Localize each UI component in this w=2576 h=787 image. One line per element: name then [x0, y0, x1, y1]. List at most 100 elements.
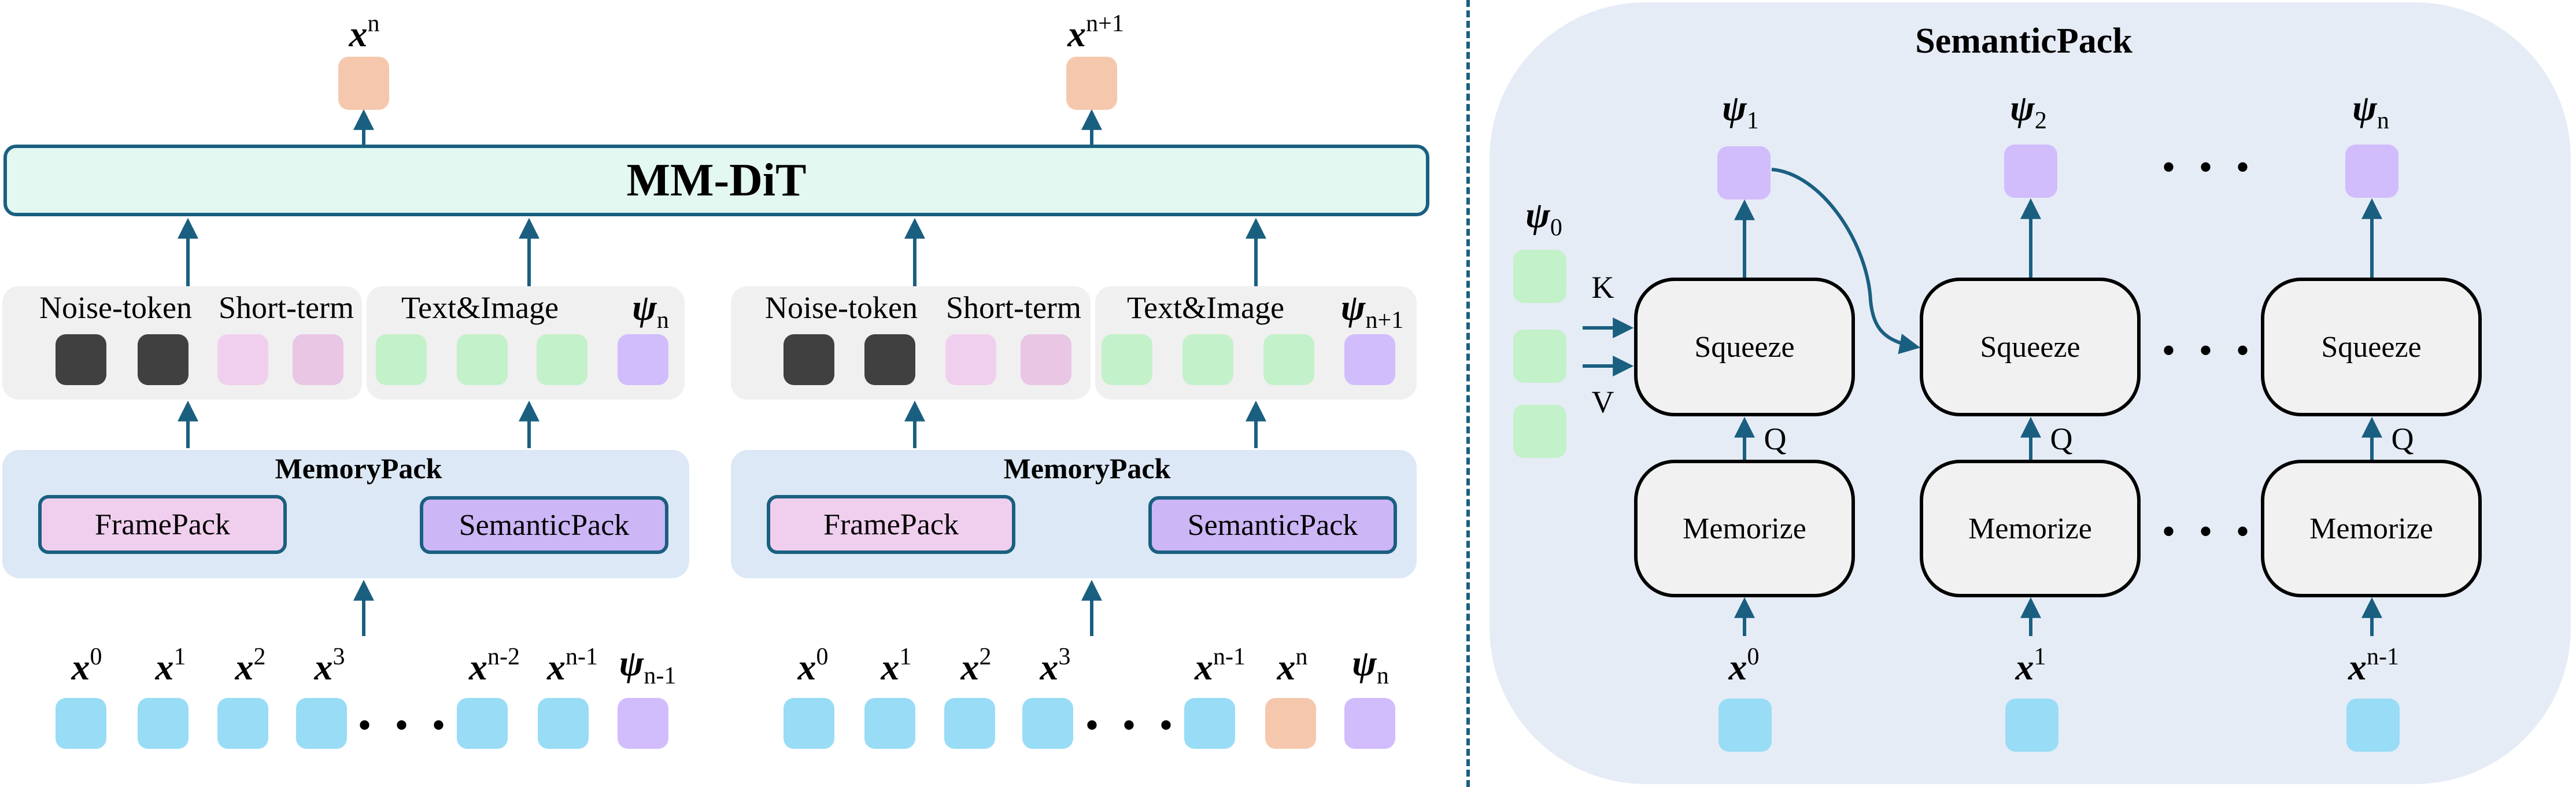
ellipsis: • • • [359, 706, 453, 744]
short-term-token [217, 334, 268, 385]
memorize-module-2: Memorize [1920, 460, 2141, 597]
input-token [296, 698, 347, 749]
psi-output-token [2345, 145, 2398, 198]
memorypack-title-2: MemoryPack [1003, 452, 1171, 485]
v-label: V [1591, 385, 1614, 419]
memorize-module-n: Memorize [2261, 460, 2482, 597]
psi-output-token [1717, 146, 1771, 199]
input-label: x3 [1040, 644, 1071, 688]
noise-token [864, 334, 915, 385]
text-image-token [537, 334, 587, 385]
psi-output-label: ψ1 [1722, 87, 1759, 134]
q-label: Q [1764, 422, 1787, 456]
mm-dit-label: MM-DiT [626, 154, 807, 206]
ellipsis: • • • [2163, 331, 2257, 370]
input-label: xn-2 [469, 644, 520, 688]
frame-input-token [2346, 699, 2400, 752]
input-token [1022, 698, 1073, 749]
text-image-token [1182, 334, 1233, 385]
noise-token-label-2: Noise-token [765, 290, 918, 325]
semanticpack-module-1: SemanticPack [420, 496, 668, 554]
input-label: xn [1277, 644, 1308, 688]
text-image-label-2: Text&Image [1126, 290, 1285, 325]
input-label: x0 [797, 644, 829, 688]
input-token [538, 698, 589, 749]
short-term-token [1021, 334, 1071, 385]
input-token [217, 698, 268, 749]
input-label: ψn [1352, 642, 1389, 689]
q-label: Q [2391, 422, 2414, 456]
input-token [1184, 698, 1235, 749]
ellipsis: • • • [1086, 706, 1181, 744]
input-token [138, 698, 189, 749]
output-token-1 [338, 57, 389, 110]
semanticpack-module-2: SemanticPack [1148, 496, 1397, 554]
semantic-token [618, 698, 668, 749]
semantic-token [1344, 698, 1395, 749]
squeeze-module-n: Squeeze [2261, 278, 2482, 416]
psi-label-n: ψn [632, 287, 669, 334]
input-token [864, 698, 915, 749]
noise-token [138, 334, 189, 385]
semanticpack-title: SemanticPack [1915, 21, 2133, 61]
text-image-token [376, 334, 427, 385]
frame-input-token [2005, 699, 2058, 752]
output-label-1: xn [349, 10, 380, 54]
input-label: x0 [71, 644, 102, 688]
memorize-module-1: Memorize [1634, 460, 1855, 597]
input-label: x3 [314, 644, 345, 688]
noise-token-label-1: Noise-token [39, 290, 192, 325]
input-label: ψn-1 [619, 642, 677, 689]
ellipsis: • • • [2163, 148, 2257, 186]
input-token [944, 698, 995, 749]
input-token [457, 698, 508, 749]
text-image-token [1263, 334, 1314, 385]
text-image-token [457, 334, 508, 385]
q-label: Q [2050, 422, 2073, 456]
input-label: x1 [155, 644, 186, 688]
input-label: xn-1 [547, 644, 598, 688]
current-frame-token [1265, 698, 1316, 749]
framepack-module-1: FramePack [38, 495, 287, 554]
input-label: xn-1 [1195, 644, 1246, 688]
frame-input-label: x1 [2015, 644, 2046, 688]
memorypack-title-1: MemoryPack [275, 452, 442, 485]
semantic-token [1344, 334, 1395, 385]
frame-input-label: x0 [1728, 644, 1760, 688]
squeeze-module-1: Squeeze [1634, 278, 1855, 416]
short-term-label-2: Short-term [946, 290, 1081, 325]
input-label: x1 [881, 644, 912, 688]
text-image-token [1102, 334, 1152, 385]
mm-dit-block: MM-DiT [3, 145, 1429, 216]
psi-output-label: ψ2 [2010, 87, 2047, 134]
input-label: x2 [235, 644, 266, 688]
panel-divider [1466, 0, 1470, 787]
noise-token [56, 334, 106, 385]
output-token-2 [1066, 57, 1117, 110]
psi0-token [1513, 330, 1566, 383]
short-term-token [945, 334, 996, 385]
semantic-token [618, 334, 668, 385]
noise-token [783, 334, 834, 385]
short-term-label-1: Short-term [219, 290, 354, 325]
frame-input-token [1718, 699, 1772, 752]
squeeze-module-2: Squeeze [1920, 278, 2141, 416]
text-image-label-1: Text&Image [401, 290, 559, 325]
output-label-2: xn+1 [1067, 10, 1124, 54]
input-token [56, 698, 106, 749]
k-label: K [1591, 270, 1614, 305]
psi0-label: ψ0 [1525, 194, 1562, 241]
input-label: x2 [960, 644, 992, 688]
psi-label-n-plus-1: ψn+1 [1340, 287, 1404, 334]
short-term-token [293, 334, 343, 385]
input-token [783, 698, 834, 749]
framepack-module-2: FramePack [767, 495, 1015, 554]
psi0-token [1513, 250, 1566, 303]
ellipsis: • • • [2163, 512, 2257, 550]
psi0-token [1513, 405, 1566, 458]
arrow-recurrent [1771, 168, 1921, 354]
frame-input-label: xn-1 [2348, 644, 2399, 688]
psi-output-token [2004, 145, 2057, 198]
